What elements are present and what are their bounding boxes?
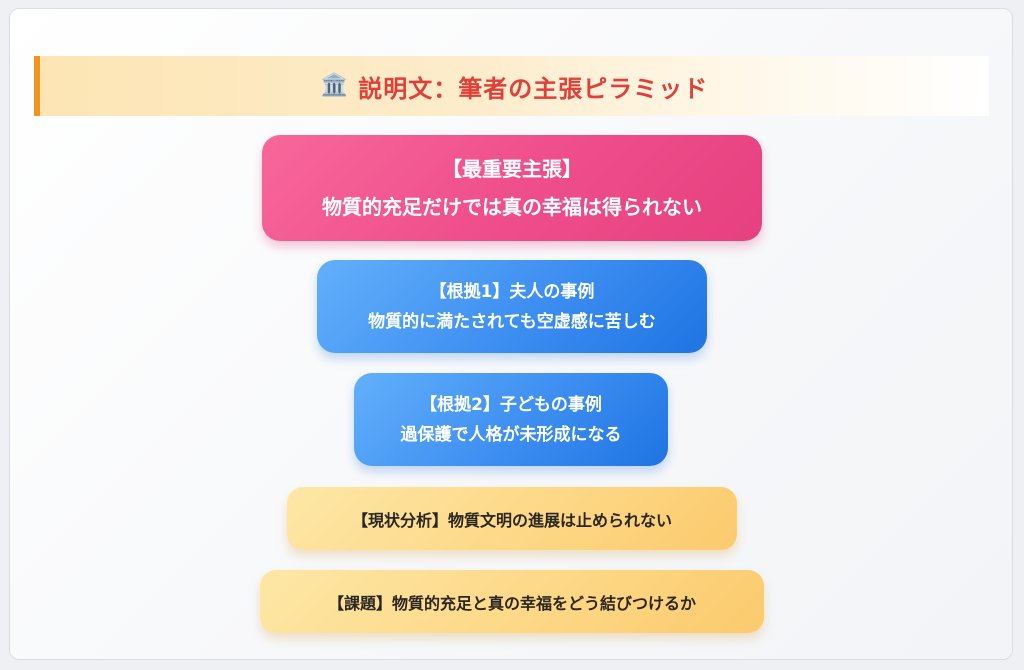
title-bar: 🏛️ 説明文：筆者の主張ピラミッド xyxy=(34,56,989,116)
analysis-text: 【現状分析】物質文明の進展は止められない xyxy=(351,510,672,530)
analysis-box: 【現状分析】物質文明の進展は止められない xyxy=(287,487,737,550)
evidence-1-text: 物質的に満たされても空虚感に苦しむ xyxy=(368,311,656,332)
issue-box: 【課題】物質的充足と真の幸福をどう結びつけるか xyxy=(260,570,764,633)
classical-building-icon: 🏛️ xyxy=(320,73,349,98)
evidence-1-box: 【根拠1】夫人の事例 物質的に満たされても空虚感に苦しむ xyxy=(317,260,707,353)
evidence-2-label: 【根拠2】子どもの事例 xyxy=(420,394,602,415)
page-title: 説明文：筆者の主張ピラミッド xyxy=(358,74,709,103)
evidence-2-text: 過保護で人格が未形成になる xyxy=(400,424,622,445)
issue-text: 【課題】物質的充足と真の幸福をどう結びつけるか xyxy=(327,593,696,613)
main-claim-label: 【最重要主張】 xyxy=(442,157,582,181)
evidence-1-label: 【根拠1】夫人の事例 xyxy=(429,281,595,302)
main-claim-text: 物質的充足だけでは真の幸福は得られない xyxy=(322,195,702,219)
main-claim-box: 【最重要主張】 物質的充足だけでは真の幸福は得られない xyxy=(262,135,762,241)
evidence-2-box: 【根拠2】子どもの事例 過保護で人格が未形成になる xyxy=(354,373,668,466)
